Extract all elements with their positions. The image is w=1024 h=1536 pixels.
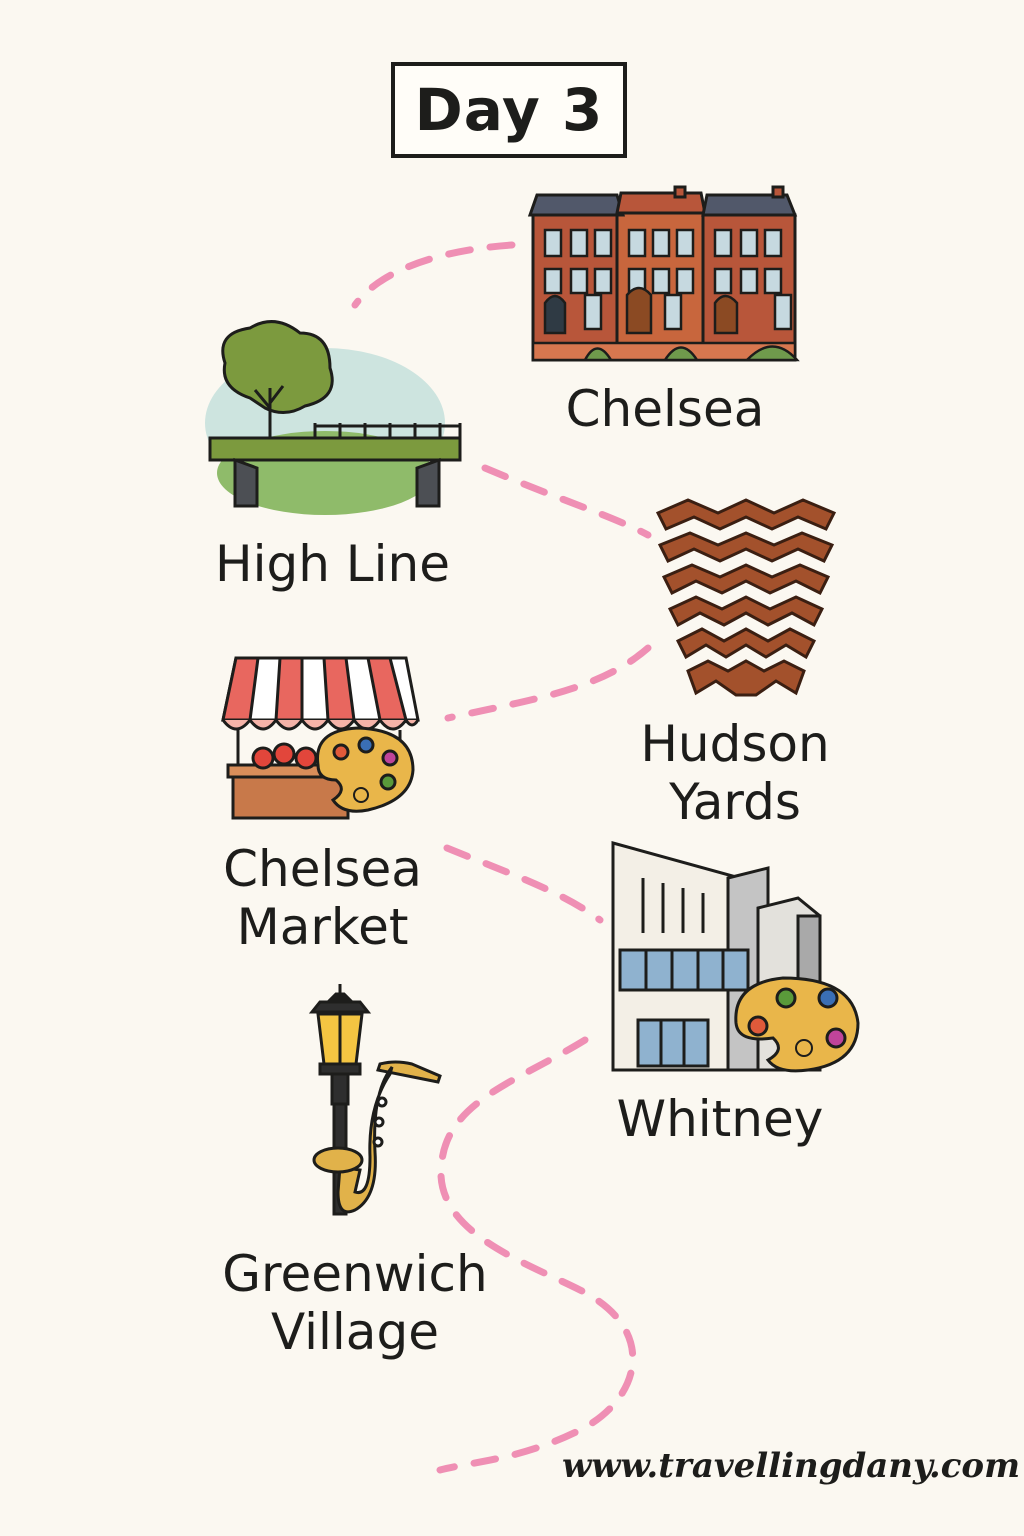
stop-label-whitney: Whitney — [616, 1090, 824, 1148]
stop-label-greenwich-village: Greenwich Village — [222, 1245, 488, 1361]
stop-label-chelsea: Chelsea — [565, 380, 765, 438]
market-stall-palette-icon — [221, 656, 420, 820]
day-title-box: Day 3 — [391, 62, 627, 158]
website-url: www.travellingdany.com — [562, 1446, 1021, 1486]
street-lamp-saxophone-icon — [308, 984, 442, 1216]
vessel-structure-icon — [655, 498, 837, 697]
day-title: Day 3 — [414, 76, 604, 144]
elevated-park-tree-icon — [205, 320, 462, 515]
stop-label-chelsea-market: Chelsea Market — [223, 840, 422, 956]
museum-building-palette-icon — [611, 841, 860, 1073]
brownstone-houses-icon — [527, 185, 800, 362]
stop-label-hudson-yards: Hudson Yards — [640, 715, 830, 831]
stop-label-high-line: High Line — [214, 535, 450, 593]
